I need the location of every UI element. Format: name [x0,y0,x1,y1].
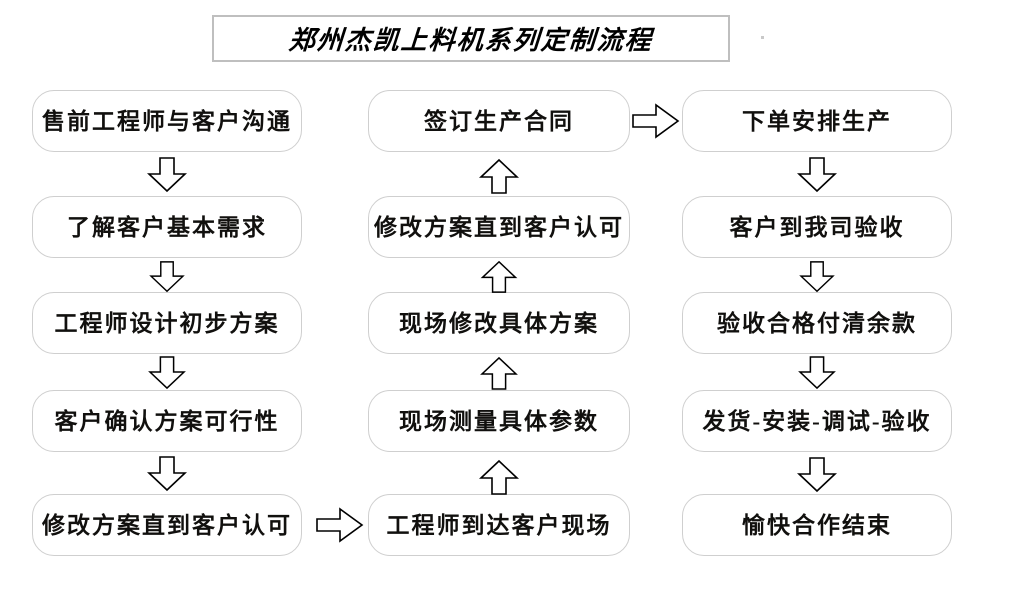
arrow-down-icon [796,356,838,390]
chart-title: 郑州杰凯上料机系列定制流程 [287,26,654,55]
node-place-order-arrange-production[interactable]: 下单安排生产 [682,90,952,152]
node-label: 下单安排生产 [742,108,892,134]
arrow-down-icon [146,456,188,492]
node-customer-inspection-at-our-company[interactable]: 客户到我司验收 [682,196,952,258]
node-label: 售前工程师与客户沟通 [42,108,292,134]
node-ship-install-debug-accept[interactable]: 发货-安装-调试-验收 [682,390,952,452]
node-label: 修改方案直到客户认可 [42,512,292,538]
node-revise-plan-until-approved-1[interactable]: 修改方案直到客户认可 [32,494,302,556]
node-label: 签订生产合同 [424,108,574,134]
arrow-down-icon [146,157,188,193]
node-label: 了解客户基本需求 [67,214,267,240]
arrow-down-icon [796,261,838,293]
arrow-down-icon [146,356,188,390]
arrow-up-icon [478,155,520,197]
node-revise-plan-until-approved-2[interactable]: 修改方案直到客户认可 [368,196,630,258]
node-label: 发货-安装-调试-验收 [702,408,932,434]
node-label: 验收合格付清余款 [717,310,917,336]
arrow-down-icon [796,157,838,193]
node-pre-sales-communication[interactable]: 售前工程师与客户沟通 [32,90,302,152]
node-label: 修改方案直到客户认可 [374,214,624,240]
node-pleasant-cooperation-end[interactable]: 愉快合作结束 [682,494,952,556]
chart-title-box: 郑州杰凯上料机系列定制流程 [212,15,730,62]
arrow-up-icon [478,260,520,293]
node-label: 客户确认方案可行性 [54,408,280,434]
node-label: 工程师到达客户现场 [386,512,612,538]
node-pay-balance-after-acceptance[interactable]: 验收合格付清余款 [682,292,952,354]
node-sign-production-contract[interactable]: 签订生产合同 [368,90,630,152]
arrow-right-icon [316,507,364,543]
node-understand-requirements[interactable]: 了解客户基本需求 [32,196,302,258]
arrow-up-icon [478,459,520,495]
stray-dot-artifact [761,36,764,39]
node-label: 工程师设计初步方案 [54,310,280,336]
node-engineer-preliminary-plan[interactable]: 工程师设计初步方案 [32,292,302,354]
node-label: 愉快合作结束 [742,512,892,538]
arrow-down-icon [146,261,188,293]
node-onsite-revise-detailed-plan[interactable]: 现场修改具体方案 [368,292,630,354]
node-customer-confirm-feasibility[interactable]: 客户确认方案可行性 [32,390,302,452]
node-label: 现场测量具体参数 [399,408,599,434]
arrow-right-icon [630,103,682,139]
node-label: 现场修改具体方案 [399,310,599,336]
node-label: 客户到我司验收 [729,214,905,240]
node-onsite-measure-parameters[interactable]: 现场测量具体参数 [368,390,630,452]
node-engineer-arrives-onsite[interactable]: 工程师到达客户现场 [368,494,630,556]
arrow-down-icon [796,456,838,494]
arrow-up-icon [478,356,520,390]
